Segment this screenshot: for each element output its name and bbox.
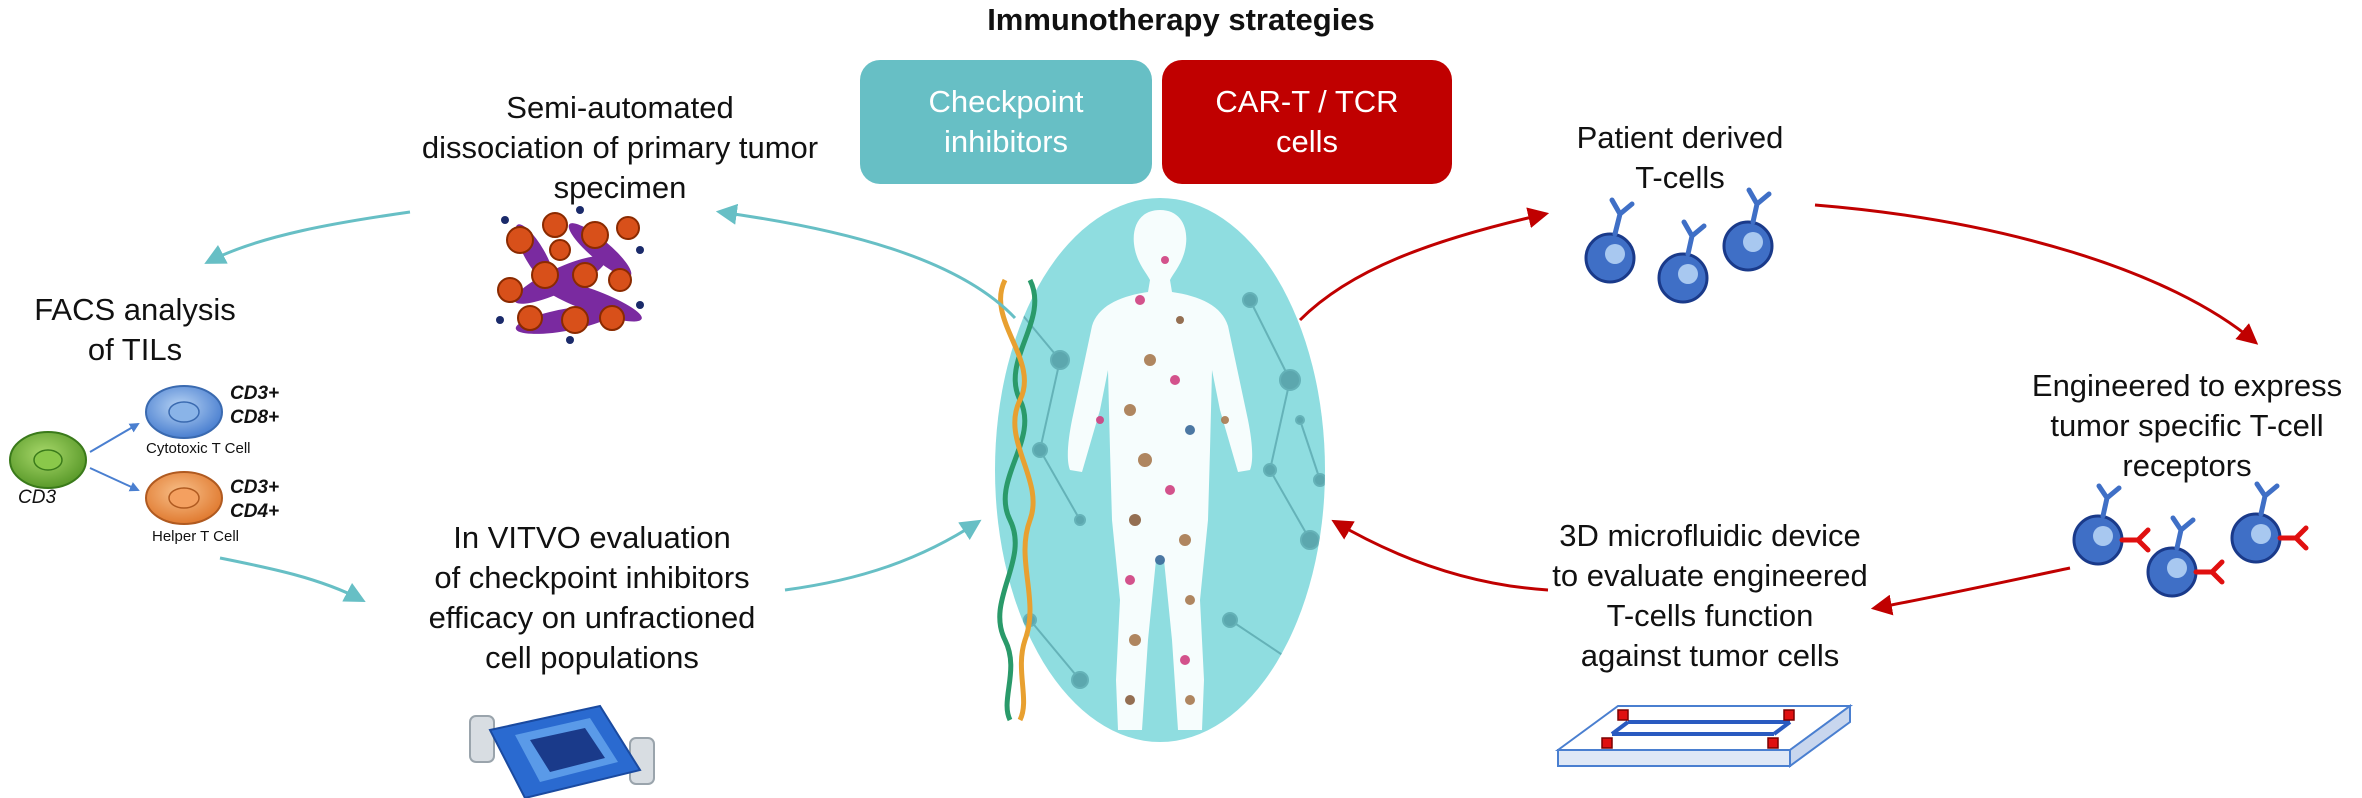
cart-line-1: CAR-T / TCR xyxy=(1215,84,1399,119)
checkpoint-line-1: Checkpoint xyxy=(928,84,1084,119)
helper-name: Helper T Cell xyxy=(152,528,239,545)
engineered-line-2: tumor specific T-cell xyxy=(2050,408,2324,443)
checkpoint-line-2: inhibitors xyxy=(943,124,1069,159)
microfluidic-line-3: T-cells function xyxy=(1606,598,1814,633)
arrow-to-microfluidic xyxy=(1870,566,2071,616)
patient-line-1: Patient derived xyxy=(1576,120,1784,155)
microfluidic-line-2: to evaluate engineered xyxy=(1552,558,1868,593)
facs-cell-diagram xyxy=(9,385,223,525)
cart-line-2: cells xyxy=(1275,124,1338,159)
cytotoxic-marker-2: CD8+ xyxy=(230,407,280,428)
vitvo-line-3: efficacy on unfractioned xyxy=(428,600,756,635)
cd3-label: CD3 xyxy=(18,487,57,508)
patient-tcells-illustration xyxy=(1584,187,1774,304)
cytotoxic-name: Cytotoxic T Cell xyxy=(146,440,251,457)
microfluidic-line-1: 3D microfluidic device xyxy=(1559,518,1861,553)
facs-line-2: of TILs xyxy=(87,332,183,367)
arrow-to-dissociation xyxy=(715,203,1017,320)
cytotoxic-marker-1: CD3+ xyxy=(230,383,280,404)
arrow-to-vitvo xyxy=(219,556,366,602)
engineered-tcell-3 xyxy=(2230,481,2309,564)
engineered-tcell-1 xyxy=(2072,483,2151,566)
arrow-to-facs xyxy=(204,210,411,264)
checkpoint-inhibitors-box: Checkpoint inhibitors xyxy=(860,60,1152,184)
microfluidic-chip-illustration xyxy=(1554,704,1854,768)
arrow-to-oval-red xyxy=(1331,519,1549,592)
facs-line-1: FACS analysis xyxy=(34,292,236,327)
helper-marker-2: CD4+ xyxy=(230,501,280,522)
patient-line-2: T-cells xyxy=(1635,160,1725,195)
facs-label: FACS analysis of TILs xyxy=(0,290,270,370)
vitvo-line-1: In VITVO evaluation xyxy=(453,520,731,555)
tcell-1 xyxy=(1584,197,1636,284)
engineered-tcell-2 xyxy=(2146,515,2225,598)
tcell-3 xyxy=(1722,187,1774,272)
dissociation-line-1: Semi-automated xyxy=(506,90,734,125)
vitvo-device-illustration xyxy=(469,704,655,798)
diagram-title: Immunotherapy strategies xyxy=(987,2,1375,37)
patient-tcells-label: Patient derived T-cells xyxy=(1530,118,1830,198)
arrow-to-engineered xyxy=(1814,203,2259,345)
vitvo-line-2: of checkpoint inhibitors xyxy=(434,560,750,595)
vitvo-label: In VITVO evaluation of checkpoint inhibi… xyxy=(382,518,802,678)
helper-marker-1: CD3+ xyxy=(230,477,280,498)
dissociation-line-2: dissociation of primary tumor xyxy=(421,130,819,165)
arrow-to-oval xyxy=(784,519,982,592)
cytotoxic-markers: CD3+ CD8+ xyxy=(230,382,279,430)
helper-markers: CD3+ CD4+ xyxy=(230,476,279,524)
engineered-line-1: Engineered to express xyxy=(2031,368,2343,403)
dissociation-label: Semi-automated dissociation of primary t… xyxy=(400,88,840,208)
vitvo-line-4: cell populations xyxy=(485,640,699,675)
human-network-illustration xyxy=(995,198,1325,742)
engineered-line-3: receptors xyxy=(2122,448,2252,483)
car-t-tcr-box: CAR-T / TCR cells xyxy=(1162,60,1452,184)
tumor-specimen-illustration xyxy=(496,206,644,344)
dissociation-line-3: specimen xyxy=(553,170,687,205)
microfluidic-line-4: against tumor cells xyxy=(1580,638,1840,673)
arrow-to-patient-tcells xyxy=(1298,207,1550,322)
tcell-2 xyxy=(1657,219,1709,304)
microfluidic-label: 3D microfluidic device to evaluate engin… xyxy=(1520,516,1900,676)
engineered-label: Engineered to express tumor specific T-c… xyxy=(2012,366,2362,486)
engineered-tcells-illustration xyxy=(2072,481,2309,598)
